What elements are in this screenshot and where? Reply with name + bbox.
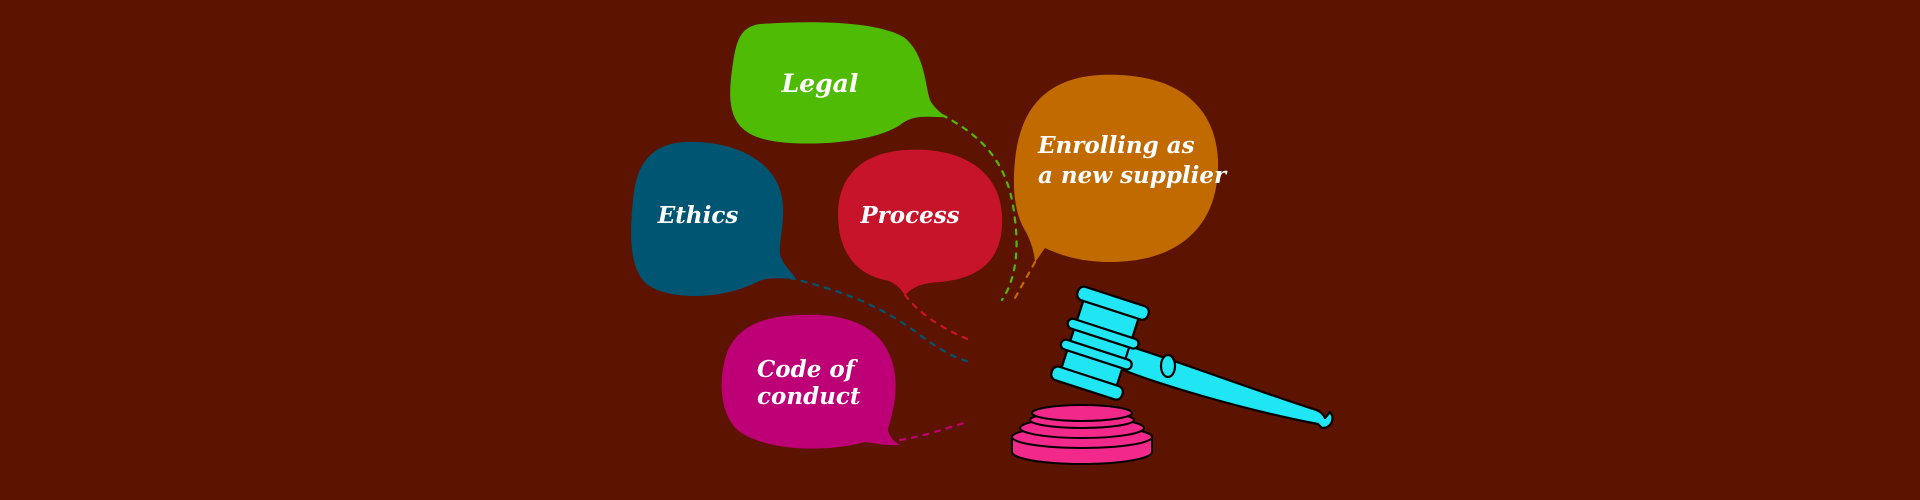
gavel-icon (1050, 285, 1334, 430)
ethics-connector (788, 276, 972, 364)
bubble-process-shape (838, 149, 1003, 295)
bubble-code-of-conduct: Code of conduct (721, 314, 900, 449)
code-connector (898, 420, 970, 442)
bubble-code-shape (721, 314, 900, 449)
bubble-ethics-text: Ethics (657, 202, 739, 229)
bubble-ethics-shape (631, 141, 795, 297)
bubble-enrolling-text: Enrolling as (1037, 132, 1195, 159)
enrolling-connector (1013, 260, 1037, 300)
bubble-legal: Legal (730, 22, 945, 144)
bubble-process-text: Process (859, 202, 959, 229)
bubble-ethics: Ethics (631, 141, 795, 297)
bubble-legal-text: Legal (781, 69, 859, 98)
bubble-enrolling-shape (1013, 74, 1219, 262)
legal-connector (940, 113, 1018, 302)
bubble-code-text-line2: conduct (757, 383, 861, 410)
bubble-enrolling-text-line2: a new supplier (1038, 162, 1228, 189)
bubble-process: Process (838, 149, 1003, 295)
sound-block-icon (1011, 404, 1153, 465)
connector-lines (788, 113, 1037, 442)
bubble-enrolling: Enrolling as a new supplier (1013, 74, 1228, 262)
bubble-code-text: Code of (757, 356, 859, 383)
bubble-legal-shape (730, 22, 945, 144)
process-connector (903, 293, 972, 342)
